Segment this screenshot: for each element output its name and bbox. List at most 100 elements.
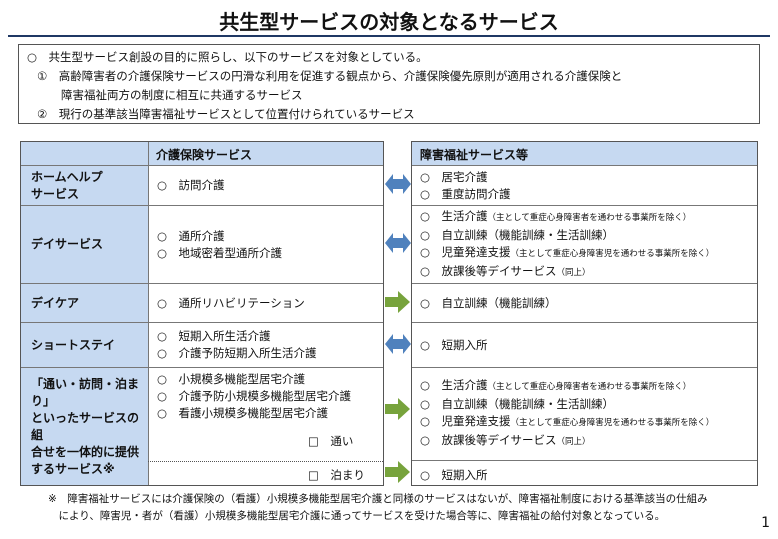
intro-line: ○ 共生型サービス創設の目的に照らし、以下のサービスを対象としている。 bbox=[27, 50, 428, 64]
kaigo-services: ○ 短期入所生活介護 ○ 介護予防短期入所生活介護 bbox=[149, 323, 383, 367]
service-name: ○ 居宅介護 bbox=[420, 169, 488, 184]
sub-tomari: □ 泊まり bbox=[308, 468, 365, 482]
shogai-item: ○ 児童発達支援（主として重症心身障害児を通わせる事業所を除く） bbox=[420, 413, 757, 432]
page-number: 1 bbox=[761, 515, 770, 531]
shogai-item: ○ 短期入所 bbox=[420, 468, 488, 482]
kaigo-services: ○ 通所リハビリテーション bbox=[149, 284, 383, 322]
service-note: （同上） bbox=[556, 267, 591, 278]
row-divider bbox=[412, 283, 757, 284]
left-header: 介護保険サービス bbox=[148, 142, 383, 165]
intro-line: 障害福祉両方の制度に相互に共通するサービス bbox=[61, 88, 303, 102]
right-arrow-icon bbox=[385, 290, 410, 313]
shogai-item: ○ 自立訓練（機能訓練） bbox=[420, 295, 757, 312]
page-title: 共生型サービスの対象となるサービス bbox=[219, 10, 559, 34]
row-label-line: デイケア bbox=[31, 295, 80, 310]
service-name: ○ 短期入所 bbox=[420, 337, 488, 352]
row-divider bbox=[21, 367, 383, 368]
shogai-item: ○ 生活介護（主として重症心身障害者を通わせる事業所を除く） bbox=[420, 208, 757, 227]
footnote-line: ※ 障害福祉サービスには介護保険の（看護）小規模多機能型居宅介護と同様のサービス… bbox=[48, 493, 708, 505]
intro-line: ① 高齢障害者の介護保険サービスの円滑な利用を促進する観点から、介護保険優先原則… bbox=[37, 69, 623, 83]
row-label: 「通い・訪問・泊まり」といったサービスの組合せを一体的に提供するサービス※ bbox=[21, 368, 148, 485]
row-label: デイサービス bbox=[21, 206, 148, 283]
shogai-item: ○ 居宅介護 bbox=[420, 169, 757, 186]
service-note: （主として重症心身障害児を通わせる事業所を除く） bbox=[510, 418, 715, 428]
intro-line: ② 現行の基準該当障害福祉サービスとして位置付けられているサービス bbox=[37, 107, 415, 121]
kaigo-item: ○ 介護予防小規模多機能型居宅介護 bbox=[157, 389, 352, 403]
shogai-services: ○ 短期入所 bbox=[412, 323, 757, 367]
kaigo-item: ○ 地域密着型通所介護 bbox=[157, 245, 283, 260]
shogai-services: ○ 生活介護（主として重症心身障害者を通わせる事業所を除く）○ 自立訓練（機能訓… bbox=[412, 206, 757, 283]
row-divider bbox=[21, 205, 383, 206]
column-divider bbox=[148, 142, 149, 485]
row-label-line: 合せを一体的に提供 bbox=[31, 444, 140, 459]
row-divider bbox=[21, 165, 383, 166]
row-label: デイケア bbox=[21, 284, 148, 322]
kaigo-item: ○ 短期入所生活介護 bbox=[157, 329, 271, 343]
row-label-line: デイサービス bbox=[31, 237, 104, 251]
double-arrow-icon bbox=[385, 233, 411, 253]
kaigo-services: ○ 訪問介護 bbox=[149, 166, 383, 205]
dotted-divider bbox=[148, 461, 383, 462]
kaigo-services: ○ 小規模多機能型居宅介護 ○ 介護予防小規模多機能型居宅介護 ○ 看護小規模多機能… bbox=[149, 368, 383, 425]
kaigo-table: 介護保険サービスホームヘルプサービス○ 訪問介護デイサービス○ 通所介護○ 地域… bbox=[20, 141, 384, 486]
row-label-line: ショートステイ bbox=[31, 337, 116, 352]
shogai-item: ○ 生活介護（主として重症心身障害者を通わせる事業所を除く） bbox=[420, 377, 757, 396]
service-name: ○ 児童発達支援 bbox=[420, 244, 511, 259]
right-arrow-icon bbox=[385, 461, 410, 483]
service-name: ○ 自立訓練（機能訓練・生活訓練） bbox=[420, 397, 615, 411]
shogai-item: ○ 短期入所 bbox=[420, 337, 757, 354]
kaigo-item: ○ 通所介護 bbox=[157, 228, 225, 243]
shogai-item: ○ 自立訓練（機能訓練・生活訓練） bbox=[420, 396, 757, 413]
service-name: ○ 放課後等デイサービス bbox=[420, 263, 557, 278]
row-divider bbox=[21, 283, 383, 284]
shogai-item: ○ 児童発達支援（主として重症心身障害児を通わせる事業所を除く） bbox=[420, 244, 757, 263]
service-note: （主として重症心身障害児を通わせる事業所を除く） bbox=[510, 248, 715, 259]
service-name: ○ 自立訓練（機能訓練・生活訓練） bbox=[420, 227, 615, 242]
footnote-line: により、障害児・者が（看護）小規模多機能型居宅介護に通ってサービスを受けた場合等… bbox=[48, 510, 666, 522]
row-label-line: 「通い・訪問・泊まり」 bbox=[31, 376, 140, 408]
kaigo-item: ○ 通所リハビリテーション bbox=[157, 295, 305, 310]
footnote: ※ 障害福祉サービスには介護保険の（看護）小規模多機能型居宅介護と同様のサービス… bbox=[48, 491, 708, 525]
service-note: （主として重症心身障害者を通わせる事業所を除く） bbox=[487, 212, 692, 223]
row-label-line: するサービス※ bbox=[31, 461, 115, 476]
kaigo-item: ○ 介護予防短期入所生活介護 bbox=[157, 346, 317, 360]
row-divider bbox=[21, 322, 383, 323]
row-divider bbox=[412, 460, 757, 461]
double-arrow-icon bbox=[385, 174, 411, 194]
service-name: ○ 生活介護 bbox=[420, 378, 488, 392]
shogai-item: ○ 重度訪問介護 bbox=[420, 186, 757, 203]
kaigo-services: ○ 通所介護 ○ 地域密着型通所介護 bbox=[149, 206, 383, 283]
right-arrow-icon bbox=[385, 398, 410, 420]
row-divider bbox=[412, 165, 757, 166]
shogai-services: ○ 生活介護（主として重症心身障害者を通わせる事業所を除く）○ 自立訓練（機能訓… bbox=[412, 368, 757, 460]
right-header: 障害福祉サービス等 bbox=[412, 142, 757, 165]
kaigo-item: ○ 看護小規模多機能型居宅介護 bbox=[157, 406, 329, 420]
shogai-services: ○ 居宅介護 ○ 重度訪問介護 bbox=[412, 166, 757, 205]
intro-box: ○ 共生型サービス創設の目的に照らし、以下のサービスを対象としている。 ① 高齢… bbox=[18, 44, 760, 124]
row-label: ショートステイ bbox=[21, 323, 148, 367]
kaigo-item: ○ 訪問介護 bbox=[157, 178, 225, 192]
service-note: （同上） bbox=[556, 437, 591, 447]
header-corner bbox=[21, 142, 148, 165]
row-divider bbox=[412, 367, 757, 368]
row-label: ホームヘルプサービス bbox=[21, 166, 148, 205]
title-underline bbox=[8, 35, 770, 37]
shogai-item: ○ 放課後等デイサービス（同上） bbox=[420, 432, 757, 451]
kaigo-item: ○ 小規模多機能型居宅介護 bbox=[157, 372, 306, 386]
shogai-table: 障害福祉サービス等○ 居宅介護○ 重度訪問介護○ 生活介護（主として重症心身障害… bbox=[411, 141, 758, 486]
service-name: ○ 児童発達支援 bbox=[420, 414, 511, 428]
row-label-line: といったサービスの組 bbox=[31, 410, 140, 442]
shogai-item: ○ 自立訓練（機能訓練・生活訓練） bbox=[420, 227, 757, 244]
row-label-line: ホームヘルプ bbox=[31, 169, 103, 184]
sub-kayoi: □ 通い bbox=[308, 434, 354, 448]
service-name: ○ 重度訪問介護 bbox=[420, 186, 511, 201]
double-arrow-icon bbox=[385, 333, 411, 354]
shogai-item: ○ 放課後等デイサービス（同上） bbox=[420, 263, 757, 282]
service-name: ○ 放課後等デイサービス bbox=[420, 433, 557, 447]
service-note: （主として重症心身障害者を通わせる事業所を除く） bbox=[487, 382, 692, 392]
service-name: ○ 自立訓練（機能訓練） bbox=[420, 295, 557, 310]
shogai-services: ○ 自立訓練（機能訓練） bbox=[412, 284, 757, 322]
service-name: ○ 生活介護 bbox=[420, 208, 488, 223]
row-divider bbox=[412, 205, 757, 206]
row-label-line: サービス bbox=[31, 186, 80, 201]
